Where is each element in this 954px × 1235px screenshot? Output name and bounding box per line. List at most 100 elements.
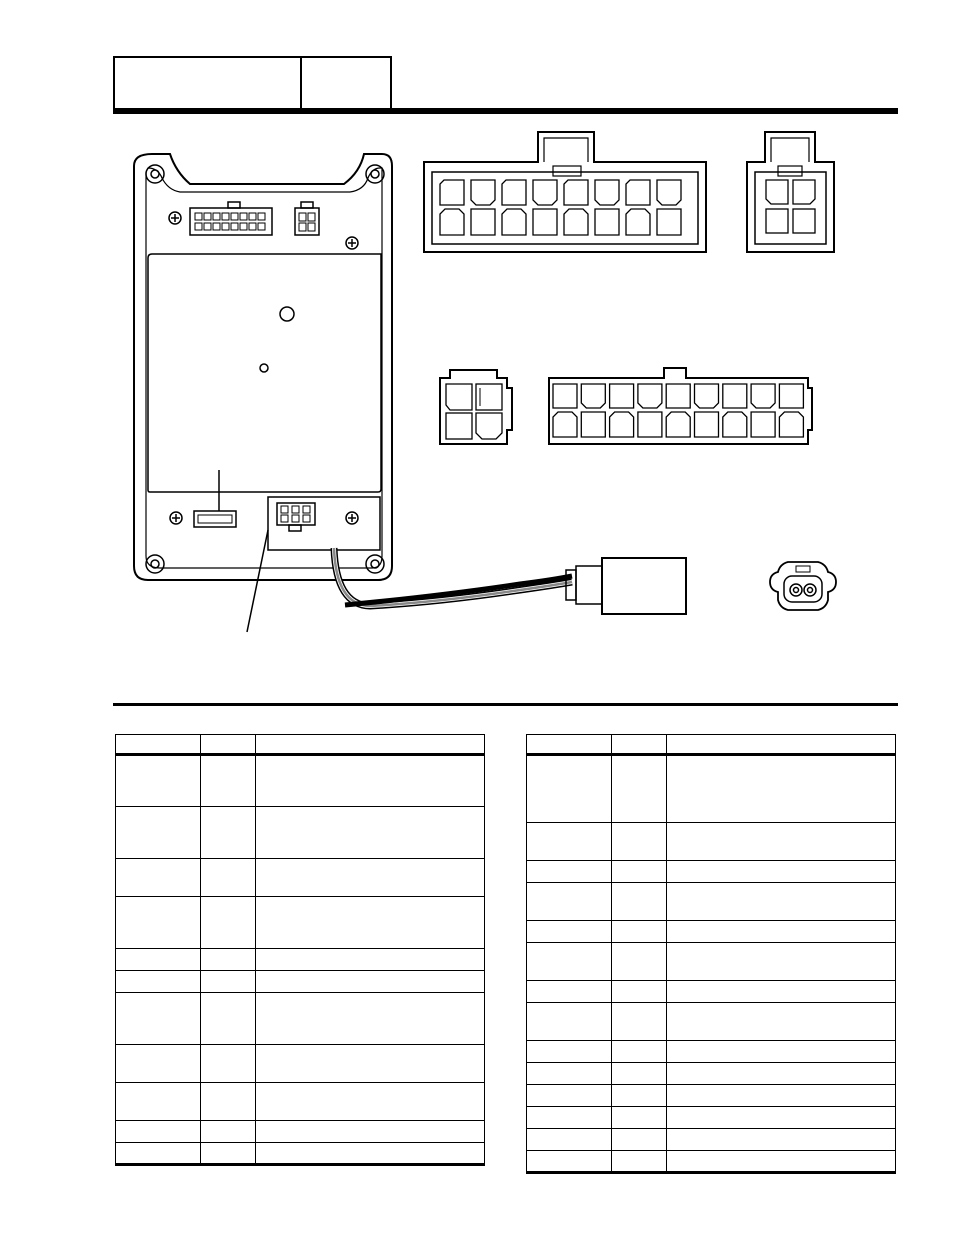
table-row <box>526 822 896 861</box>
table-row <box>115 896 485 949</box>
pin-cavity <box>625 179 651 206</box>
table-cell <box>666 1150 896 1173</box>
table-header-cell <box>611 734 667 756</box>
controller-module <box>133 153 393 633</box>
table-cell <box>200 896 256 949</box>
table-cell <box>115 1044 201 1083</box>
table-cell <box>666 1128 896 1151</box>
table-cell <box>200 948 256 971</box>
table-cell <box>115 896 201 949</box>
table-row <box>526 980 896 1003</box>
table-row <box>526 1062 896 1085</box>
table-cell <box>255 1142 485 1165</box>
table-cell <box>611 1040 667 1063</box>
table-row <box>115 1142 485 1165</box>
pin-cavity <box>470 208 496 236</box>
table-cell <box>255 806 485 859</box>
table-header-row <box>115 734 485 756</box>
table-cell <box>255 896 485 949</box>
table-row <box>526 1128 896 1151</box>
table-cell <box>666 980 896 1003</box>
table-cell <box>611 920 667 943</box>
table-row <box>115 858 485 897</box>
table-cell <box>115 992 201 1045</box>
table-cell <box>526 980 612 1003</box>
table-header-cell <box>200 734 256 756</box>
table-cell <box>115 970 201 993</box>
table-cell <box>255 1082 485 1121</box>
table-cell <box>666 1002 896 1041</box>
table-cell <box>115 1120 201 1143</box>
pin-cavity <box>552 411 578 438</box>
module-header-4pin <box>294 201 320 236</box>
table-header-cell <box>666 734 896 756</box>
table-cell <box>255 1044 485 1083</box>
table-cell <box>666 942 896 981</box>
table-row <box>115 754 485 807</box>
table-cell <box>526 1084 612 1107</box>
table-cell <box>526 1062 612 1085</box>
table-cell <box>611 822 667 861</box>
table-cell <box>200 858 256 897</box>
table-row <box>526 920 896 943</box>
screw-icon <box>169 511 183 525</box>
table-cell <box>200 1120 256 1143</box>
table-row <box>526 882 896 921</box>
table-row <box>115 948 485 971</box>
pin-cavity <box>439 208 465 236</box>
table-row <box>526 1040 896 1063</box>
table-row <box>115 992 485 1045</box>
table-cell <box>526 822 612 861</box>
table-row <box>526 1084 896 1107</box>
table-row <box>526 1106 896 1129</box>
pin-cavity <box>637 411 663 438</box>
pin-cavity <box>501 179 527 206</box>
table-cell <box>666 1106 896 1129</box>
wiring-diagram <box>133 131 837 633</box>
pin-cavity <box>778 383 805 409</box>
table-cell <box>526 882 612 921</box>
header-rule <box>113 108 898 114</box>
header-cell-1 <box>113 56 302 110</box>
table-cell <box>115 1082 201 1121</box>
table-cell <box>255 948 485 971</box>
table-cell <box>200 806 256 859</box>
plug-end-view <box>769 561 837 611</box>
table-cell <box>526 860 612 883</box>
table-cell <box>115 1142 201 1165</box>
table-header-row <box>526 734 896 756</box>
table-cell <box>200 1142 256 1165</box>
screw-icon <box>345 511 359 525</box>
table-cell <box>115 754 201 807</box>
table-cell <box>255 992 485 1045</box>
table-cell <box>611 860 667 883</box>
pin-cavity <box>665 383 691 409</box>
table-cell <box>666 822 896 861</box>
table-cell <box>611 942 667 981</box>
table-cell <box>200 992 256 1045</box>
status-led <box>259 363 269 373</box>
table-row <box>115 1120 485 1143</box>
pin-cavity <box>750 383 776 409</box>
table-cell <box>526 942 612 981</box>
table-cell <box>115 858 201 897</box>
pin-cavity <box>750 411 776 438</box>
table-row <box>526 1002 896 1041</box>
table-cell <box>611 980 667 1003</box>
pin-cavity <box>594 208 620 236</box>
pin-cavity <box>693 383 720 409</box>
pin-cavity <box>637 383 663 409</box>
table-cell <box>255 970 485 993</box>
table-cell <box>611 882 667 921</box>
table-cell <box>526 1128 612 1151</box>
table-cell <box>255 858 485 897</box>
table-cell <box>611 1084 667 1107</box>
table-cell <box>666 1040 896 1063</box>
table-cell <box>115 806 201 859</box>
table-cell <box>526 754 612 823</box>
pin-cavity <box>532 179 558 206</box>
table-cell <box>611 1128 667 1151</box>
table-row <box>526 860 896 883</box>
pin-table-right <box>526 734 896 1174</box>
pin-cavity <box>532 208 558 236</box>
